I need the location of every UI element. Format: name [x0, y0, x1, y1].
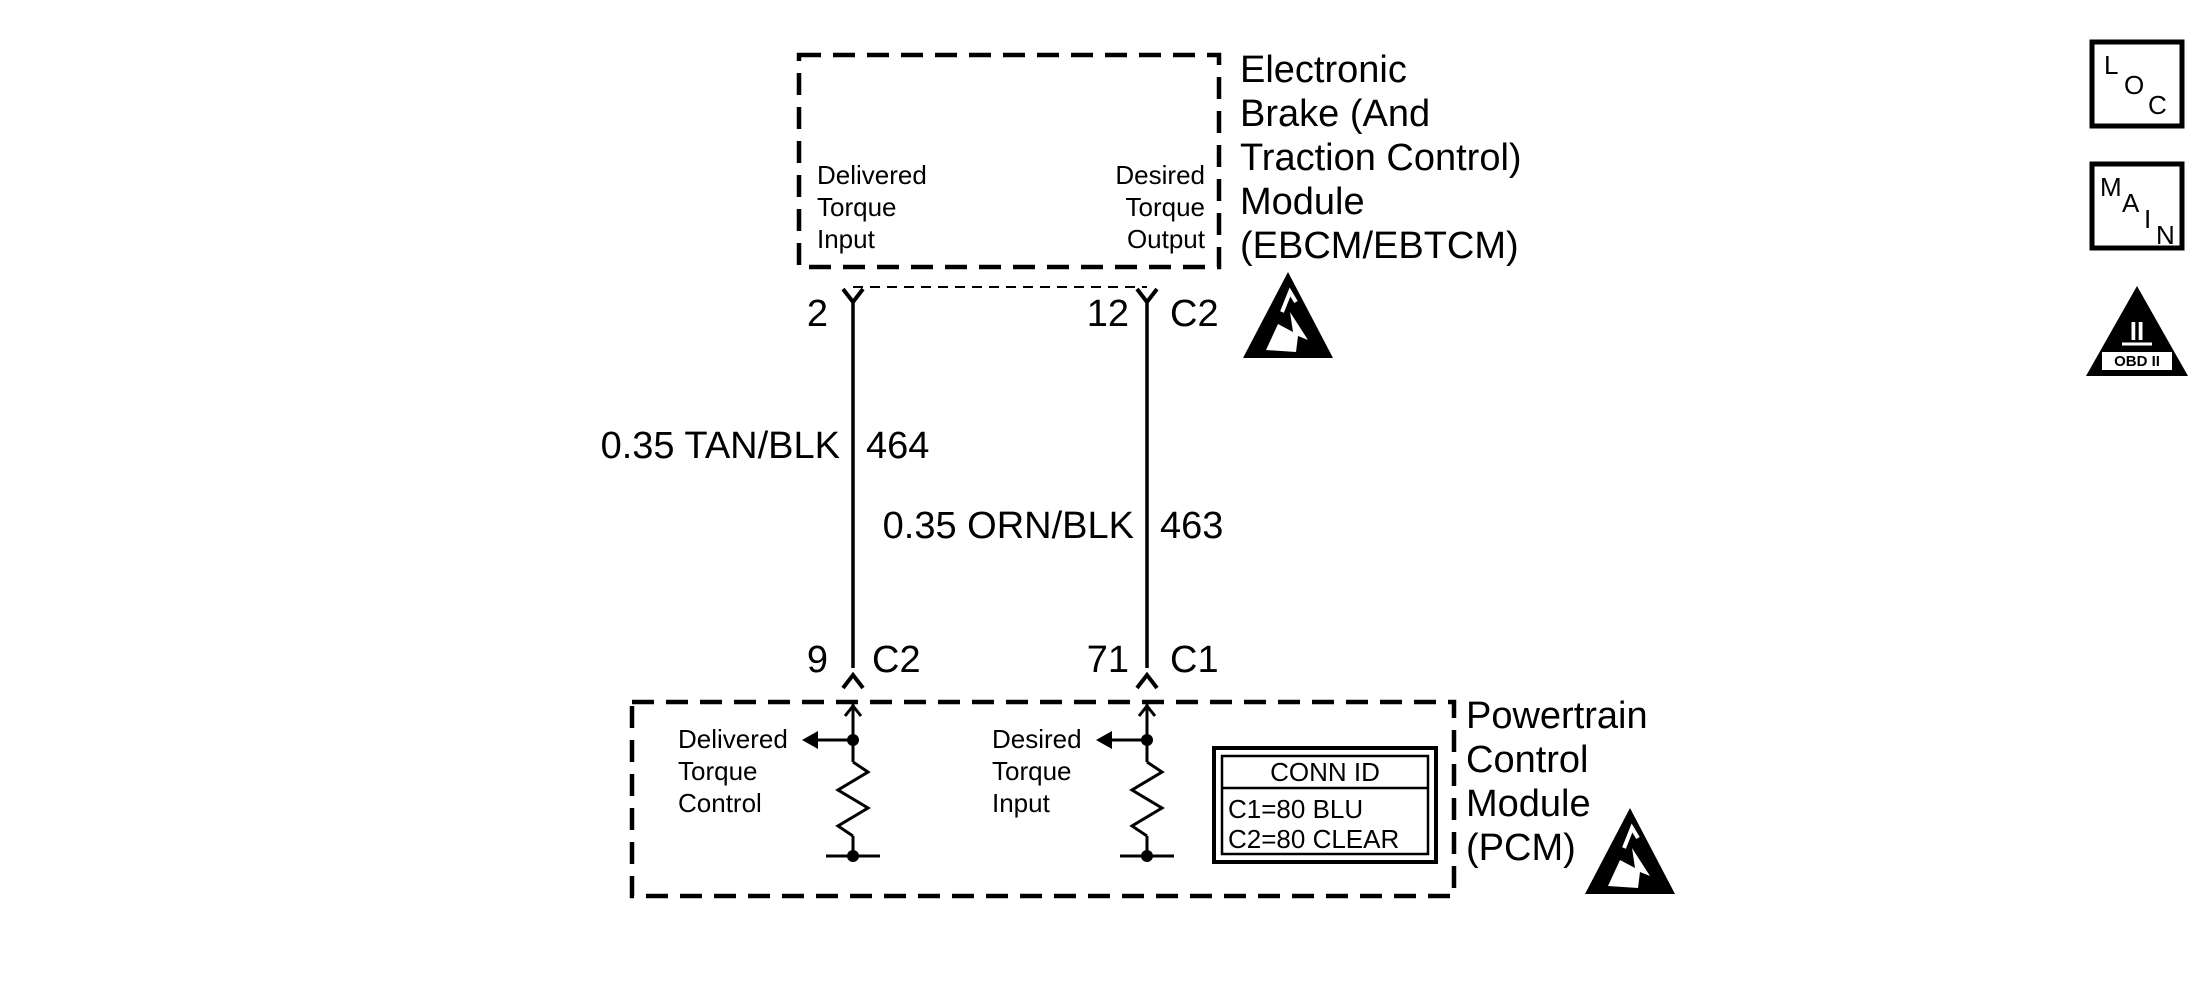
wire-463-circuit: 463 — [1160, 505, 1223, 547]
ebcm-right-terminal-line-3: Output — [1127, 224, 1206, 254]
pcm-title-line-2: Control — [1466, 739, 1589, 781]
wire-464-circuit: 464 — [866, 425, 929, 467]
ebcm-right-terminal-line-2: Torque — [1126, 192, 1206, 222]
pcm-connector-left-terminal — [841, 671, 865, 690]
conn-id-row-1: C1=80 BLU — [1228, 794, 1363, 824]
pcm-right-arrow-icon — [1096, 731, 1112, 749]
ebcm-connector-right-terminal — [1135, 287, 1159, 306]
esd-warning-icon — [1243, 272, 1333, 358]
ebcm-connector-left-terminal — [841, 287, 865, 306]
main-letter-a: A — [2122, 188, 2140, 218]
esd-warning-icon-pcm — [1585, 808, 1675, 894]
obd-ii-icon[interactable]: II OBD II — [2086, 286, 2188, 376]
loc-letter-l: L — [2104, 50, 2118, 80]
pcm-connector-right-terminal — [1135, 671, 1159, 690]
main-letter-m: M — [2100, 172, 2122, 202]
conn-id-header: CONN ID — [1270, 757, 1380, 787]
pcm-right-resistor-icon — [1129, 760, 1165, 838]
ebcm-title-line-5: (EBCM/EBTCM) — [1240, 225, 1519, 267]
main-letter-n: N — [2156, 220, 2175, 250]
pcm-left-terminal-line-1: Delivered — [678, 724, 788, 754]
ebcm-right-terminal-line-1: Desired — [1115, 160, 1205, 190]
ebcm-pin-right: 12 — [1087, 293, 1129, 335]
pcm-left-terminal-line-2: Torque — [678, 756, 758, 786]
conn-id-row-2: C2=80 CLEAR — [1228, 824, 1399, 854]
ebcm-title-line-4: Module — [1240, 181, 1365, 223]
pcm-right-terminal-line-2: Torque — [992, 756, 1072, 786]
pcm-left-connector: C2 — [872, 639, 921, 681]
loc-letter-o: O — [2124, 70, 2144, 100]
conn-id-table: CONN ID C1=80 BLU C2=80 CLEAR — [1212, 746, 1438, 864]
pcm-right-connector: C1 — [1170, 639, 1219, 681]
obd-label: OBD II — [2114, 353, 2160, 370]
pcm-title-line-1: Powertrain — [1466, 695, 1648, 737]
pcm-module: Powertrain Control Module (PCM) Delivere… — [629, 695, 1648, 899]
obd-roman: II — [2130, 316, 2144, 346]
pcm-left-resistor-icon — [835, 760, 871, 838]
ebcm-title-line-3: Traction Control) — [1240, 137, 1522, 179]
pcm-title-line-4: (PCM) — [1466, 827, 1576, 869]
main-letter-i: I — [2144, 204, 2151, 234]
pcm-left-circuit — [802, 703, 880, 862]
ebcm-title-line-2: Brake (And — [1240, 93, 1430, 135]
pcm-right-terminal-line-3: Input — [992, 788, 1051, 818]
ebcm-left-terminal-line-3: Input — [817, 224, 876, 254]
location-icon[interactable]: L O C — [2089, 39, 2185, 129]
pcm-left-arrow-icon — [802, 731, 818, 749]
wire-463-label: 0.35 ORN/BLK — [883, 505, 1134, 547]
pcm-right-circuit — [1096, 703, 1174, 862]
main-icon[interactable]: M A I N — [2089, 161, 2185, 251]
pcm-left-pin: 9 — [807, 639, 828, 681]
ebcm-title-line-1: Electronic — [1240, 49, 1407, 91]
ebcm-module: Electronic Brake (And Traction Control) … — [796, 49, 1522, 270]
ebcm-dashed-box — [796, 52, 1222, 270]
wire-464-label: 0.35 TAN/BLK — [601, 425, 840, 467]
pcm-right-terminal-line-1: Desired — [992, 724, 1082, 754]
pcm-left-terminal-line-3: Control — [678, 788, 762, 818]
loc-letter-c: C — [2148, 90, 2167, 120]
ebcm-left-terminal-line-1: Delivered — [817, 160, 927, 190]
pcm-title-line-3: Module — [1466, 783, 1591, 825]
pcm-right-pin: 71 — [1087, 639, 1129, 681]
ebcm-connector-id: C2 — [1170, 293, 1219, 335]
pcm-dashed-box — [629, 699, 1457, 899]
ebcm-pin-left: 2 — [807, 293, 828, 335]
ebcm-left-terminal-line-2: Torque — [817, 192, 897, 222]
